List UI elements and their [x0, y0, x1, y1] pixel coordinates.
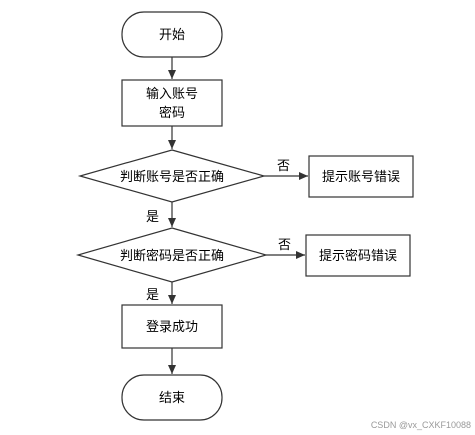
no-label-account: 否 — [277, 159, 290, 174]
error-password-node: 提示密码错误 — [305, 234, 411, 277]
login-success-node: 登录成功 — [121, 304, 223, 349]
input-account-password-node: 输入账号 密码 — [121, 79, 223, 127]
error-account-node: 提示账号错误 — [308, 155, 414, 198]
end-label: 结束 — [159, 391, 185, 406]
yes-label-password: 是 — [146, 288, 159, 303]
login-success-label: 登录成功 — [146, 320, 198, 335]
input-label-line1: 输入账号 — [146, 86, 198, 102]
check-account-label: 判断账号是否正确 — [120, 170, 224, 185]
input-label-line2: 密码 — [159, 105, 185, 121]
error-account-label: 提示账号错误 — [322, 169, 400, 185]
yes-label-account: 是 — [146, 210, 159, 225]
start-label: 开始 — [159, 28, 185, 43]
watermark-text: CSDN @vx_CXKF10088 — [371, 420, 471, 430]
error-password-label: 提示密码错误 — [319, 248, 397, 264]
check-password-label: 判断密码是否正确 — [120, 248, 224, 264]
check-password-decision: 判断密码是否正确 — [75, 227, 269, 283]
end-node: 结束 — [121, 374, 223, 421]
start-node: 开始 — [121, 11, 223, 58]
check-account-decision: 判断账号是否正确 — [77, 149, 267, 203]
no-label-password: 否 — [278, 238, 291, 253]
